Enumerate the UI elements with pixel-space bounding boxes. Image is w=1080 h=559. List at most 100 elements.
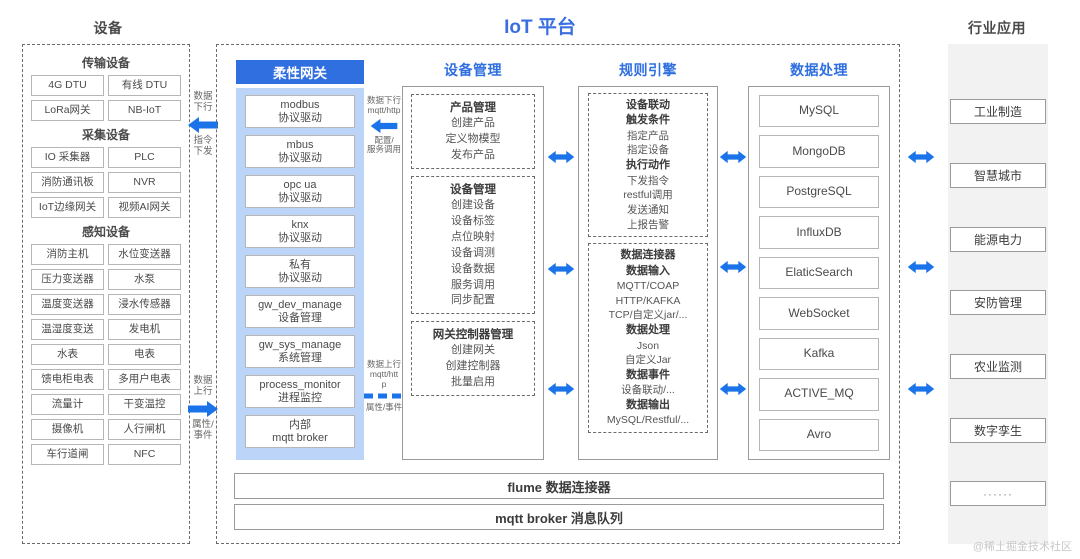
channel-label-line4: 事件	[193, 429, 213, 441]
device-item[interactable]: 有线 DTU	[108, 75, 181, 96]
arrow-bidirectional-icon	[907, 260, 935, 274]
device-item[interactable]: 人行闸机	[108, 419, 181, 440]
device-item[interactable]: 馈电柜电表	[31, 369, 104, 390]
app-item-industrial[interactable]: 工业制造	[950, 99, 1046, 124]
flume-connector-bar[interactable]: flume 数据连接器	[234, 473, 884, 499]
device-item[interactable]: 压力变送器	[31, 269, 104, 290]
device-item[interactable]: 水泵	[108, 269, 181, 290]
device-item[interactable]: 温湿度变送	[31, 319, 104, 340]
data-processing-column-heading: 数据处理	[790, 62, 848, 78]
data-store-item[interactable]: Kafka	[759, 337, 879, 371]
channel-device-downlink: 数据 下行 指令 下发	[180, 91, 226, 158]
data-store-item[interactable]: Avro	[759, 418, 879, 451]
device-item[interactable]: 水表	[31, 344, 104, 365]
rules-card-data-connector[interactable]: 数据连接器 数据输入 MQTT/COAP HTTP/KAFKA TCP/自定义j…	[588, 243, 708, 434]
gateway-item-line1: 私有	[289, 258, 311, 271]
app-item-more[interactable]: ······	[950, 481, 1046, 506]
device-item[interactable]: 消防主机	[31, 244, 104, 265]
mqtt-broker-bar[interactable]: mqtt broker 消息队列	[234, 504, 884, 530]
channel-label-line1: 数据	[193, 91, 213, 102]
channel-label-line4: 属性/事件	[365, 402, 403, 413]
gateway-item-line2: 系统管理	[278, 351, 322, 364]
data-store-item[interactable]: ElaticSearch	[759, 256, 879, 290]
device-item[interactable]: 多用户电表	[108, 369, 181, 390]
card-line: TCP/自定义jar/...	[608, 309, 688, 322]
data-store-item[interactable]: WebSocket	[759, 297, 879, 330]
device-item[interactable]: 电表	[108, 344, 181, 365]
device-item[interactable]: 干变温控	[108, 394, 181, 415]
device-item[interactable]: 流量计	[31, 394, 104, 415]
device-item[interactable]: PLC	[108, 147, 181, 168]
gateway-item-line1: opc ua	[283, 178, 317, 191]
device-group-transmission: 传输设备 4G DTU 有线 DTU LoRa网关 NB-IoT	[31, 54, 181, 121]
gateway-item-line2: 协议驱动	[278, 191, 322, 204]
data-store-item[interactable]: ACTIVE_MQ	[759, 378, 879, 411]
card-line: 数据事件	[626, 368, 670, 381]
card-line: 数据输出	[626, 398, 670, 411]
device-mgmt-card-product[interactable]: 产品管理 创建产品 定义物模型 发布产品	[411, 94, 535, 169]
data-processing-list: MySQL MongoDB PostgreSQL InfluxDB Elatic…	[759, 95, 879, 451]
device-item[interactable]: IO 采集器	[31, 147, 104, 168]
device-item[interactable]: 视频AI网关	[108, 197, 181, 218]
app-item-agriculture[interactable]: 农业监测	[950, 354, 1046, 379]
channel-device-uplink: 数据 上行 属性/ 事件	[180, 375, 226, 442]
data-store-item[interactable]: PostgreSQL	[759, 175, 879, 209]
data-store-item[interactable]: MySQL	[759, 95, 879, 128]
arrow-bidirectional-icon	[547, 382, 575, 396]
app-item-security[interactable]: 安防管理	[950, 290, 1046, 315]
dashed-connector-icon	[364, 393, 404, 399]
device-group-title: 传输设备	[81, 56, 130, 70]
card-line: MySQL/Restful/...	[606, 414, 690, 427]
app-item-energy[interactable]: 能源电力	[950, 227, 1046, 252]
device-item[interactable]: 消防通讯板	[31, 172, 104, 193]
app-item-smart-city[interactable]: 智慧城市	[950, 163, 1046, 188]
card-line: MQTT/COAP	[616, 280, 680, 293]
device-item[interactable]: 温度变送器	[31, 294, 104, 315]
device-group-grid: 4G DTU 有线 DTU LoRa网关 NB-IoT	[31, 75, 181, 121]
gateway-item-line2: 协议驱动	[278, 231, 322, 244]
device-item[interactable]: 摄像机	[31, 419, 104, 440]
app-item-digital-twin[interactable]: 数字孪生	[950, 418, 1046, 443]
data-store-item[interactable]: InfluxDB	[759, 216, 879, 249]
device-item[interactable]: NB-IoT	[108, 100, 181, 121]
gateway-item-line1: mbus	[286, 138, 314, 151]
device-item[interactable]: NFC	[108, 444, 181, 465]
channel-label-line2: mqtt/http	[367, 104, 401, 115]
gateway-item-line2: 协议驱动	[278, 111, 322, 124]
card-line: 数据连接器	[620, 249, 676, 262]
gateway-item-line2: 协议驱动	[278, 271, 322, 284]
card-line: 发送通知	[627, 203, 669, 216]
gateway-item[interactable]: 私有协议驱动	[245, 255, 355, 288]
rules-engine-column-heading: 规则引擎	[619, 62, 677, 78]
card-line: restful调用	[623, 189, 673, 202]
device-item[interactable]: IoT边缘网关	[31, 197, 104, 218]
card-item: 设备数据	[451, 262, 495, 275]
rules-card-device-linkage[interactable]: 设备联动 触发条件 指定产品 指定设备 执行动作 下发指令 restful调用 …	[588, 93, 708, 238]
device-mgmt-card-device[interactable]: 设备管理 创建设备 设备标签 点位映射 设备调测 设备数据 服务调用 同步配置	[411, 175, 535, 315]
device-item[interactable]: 发电机	[108, 319, 181, 340]
device-item[interactable]: 水位变送器	[108, 244, 181, 265]
channel-gateway-downlink: 数据下行 mqtt/http 配置/ 服务调用	[364, 95, 404, 155]
device-item[interactable]: 车行道闸	[31, 444, 104, 465]
iot-platform-boundary	[216, 44, 900, 544]
device-item[interactable]: 浸水传感器	[108, 294, 181, 315]
gateway-item-line2: 设备管理	[278, 311, 322, 324]
device-item[interactable]: LoRa网关	[31, 100, 104, 121]
data-store-item[interactable]: MongoDB	[759, 135, 879, 168]
device-item[interactable]: 4G DTU	[31, 75, 104, 96]
card-line: 执行动作	[626, 159, 670, 172]
card-item: 服务调用	[451, 278, 495, 291]
device-mgmt-card-gateway-controller[interactable]: 网关控制器管理 创建网关 创建控制器 批量启用	[411, 321, 535, 397]
gateway-item-line1: knx	[291, 218, 309, 231]
device-item[interactable]: NVR	[108, 172, 181, 193]
card-line: 自定义Jar	[624, 354, 672, 367]
